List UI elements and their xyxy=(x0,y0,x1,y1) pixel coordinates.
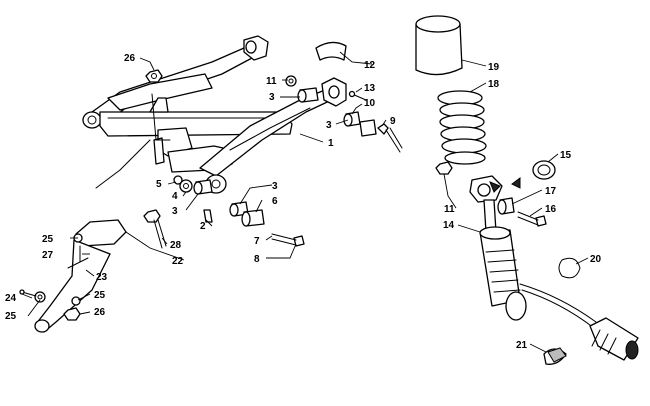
callout-c15: 15 xyxy=(560,150,572,161)
bushing-group-upper xyxy=(285,75,403,153)
callout-c3d: 3 xyxy=(272,181,278,192)
callout-c25b: 25 xyxy=(94,290,106,301)
shock-absorber-assembly xyxy=(415,15,639,365)
callout-c18: 18 xyxy=(488,79,500,90)
callout-c5: 5 xyxy=(156,179,162,190)
callout-c3a: 3 xyxy=(269,92,275,103)
callout-c19: 19 xyxy=(488,62,500,73)
callout-label-set: 1233334567891011111213141516171819202122… xyxy=(5,53,602,351)
callout-c25a: 25 xyxy=(42,234,54,245)
callout-c20: 20 xyxy=(590,254,602,265)
leader-lines xyxy=(21,51,589,353)
lower-link-assembly xyxy=(19,209,167,333)
callout-c8: 8 xyxy=(254,254,260,265)
coil-spring xyxy=(437,90,487,165)
callout-c3c: 3 xyxy=(172,206,178,217)
nut-26-upper xyxy=(145,69,163,83)
callout-c25c: 25 xyxy=(5,311,17,322)
callout-c7: 7 xyxy=(254,236,260,247)
callout-c11b: 11 xyxy=(444,204,455,215)
swing-arm-assembly xyxy=(82,35,347,194)
callout-c13: 13 xyxy=(364,83,376,94)
callout-c9: 9 xyxy=(390,116,396,127)
callout-c22: 22 xyxy=(172,256,184,267)
callout-c2: 2 xyxy=(200,221,206,232)
callout-c24: 24 xyxy=(5,293,17,304)
callout-c6: 6 xyxy=(272,196,278,207)
cap-12 xyxy=(315,41,347,61)
callout-c28: 28 xyxy=(170,240,182,251)
callout-c21: 21 xyxy=(516,340,528,351)
callout-c4: 4 xyxy=(172,191,178,202)
callout-c12: 12 xyxy=(364,60,376,71)
callout-c11a: 11 xyxy=(266,76,277,87)
callout-c17: 17 xyxy=(545,186,557,197)
callout-c23: 23 xyxy=(96,272,108,283)
bushing-group-lower xyxy=(173,175,305,247)
callout-c1: 1 xyxy=(328,138,334,149)
callout-c14: 14 xyxy=(443,220,455,231)
callout-c26b: 26 xyxy=(94,307,106,318)
callout-c26a: 26 xyxy=(124,53,136,64)
callout-c10: 10 xyxy=(364,98,376,109)
callout-c16: 16 xyxy=(545,204,557,215)
callout-c27: 27 xyxy=(42,250,54,261)
callout-c3b: 3 xyxy=(326,120,332,131)
